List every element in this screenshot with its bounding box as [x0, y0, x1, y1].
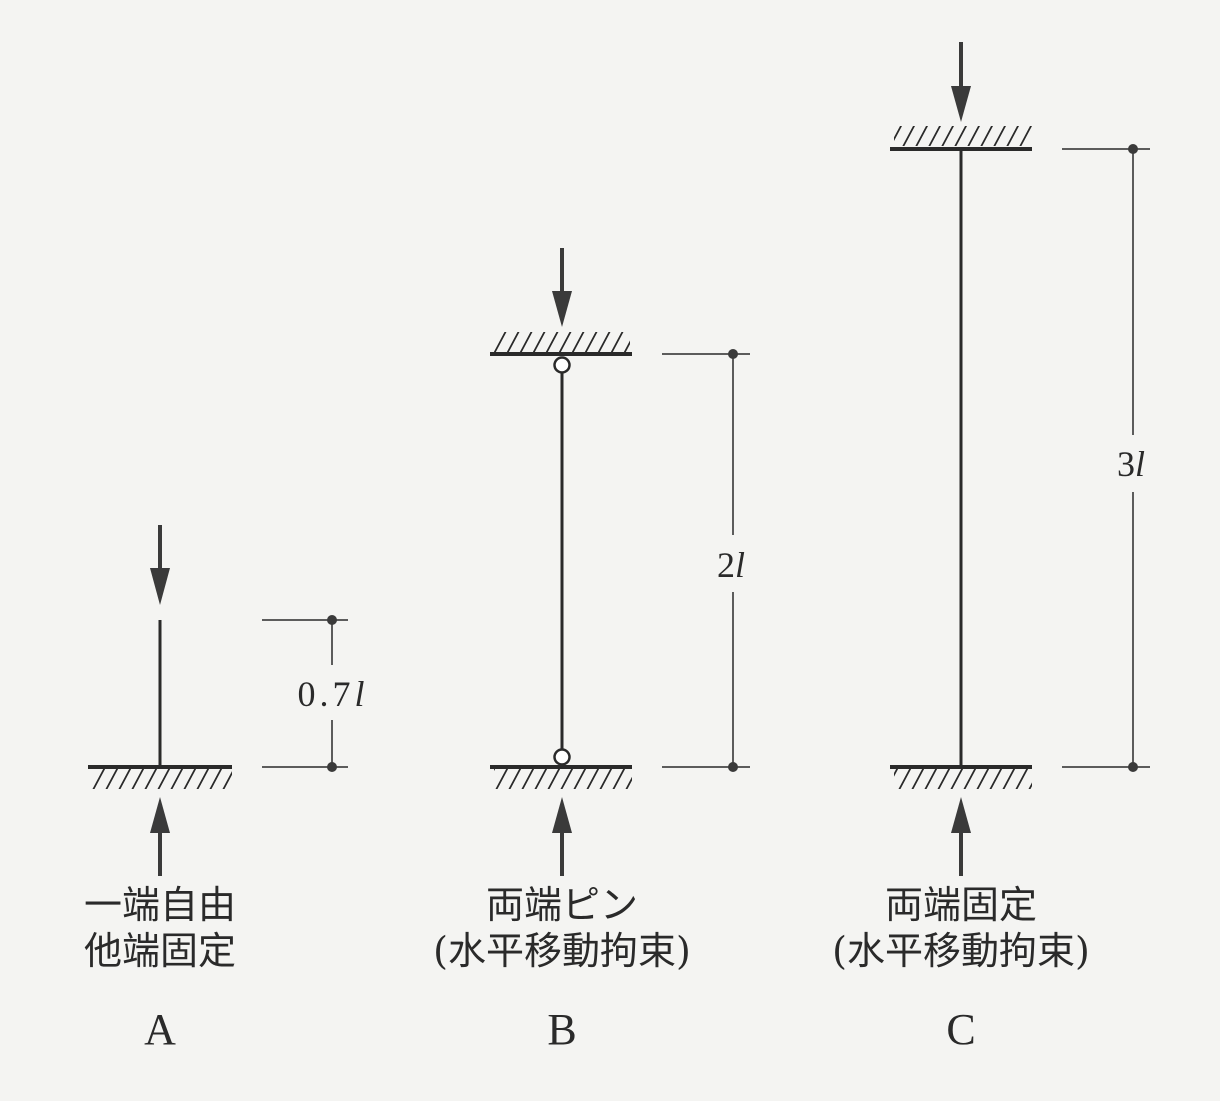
caption-line1-b: 両端ピン: [486, 883, 638, 927]
caption-line1-a: 一端自由: [84, 883, 236, 927]
reaction-arrow-head-c: [951, 797, 971, 833]
column-letter-c: C: [946, 1005, 975, 1054]
dimension-dot-bottom-a: [327, 762, 337, 772]
dimension-dot-bottom-b: [728, 762, 738, 772]
support-hatch-top-b: [494, 332, 630, 352]
dimension-c: 3l: [1062, 144, 1150, 772]
column-a: 0.7l 一端自由 他端固定 A: [84, 525, 368, 1054]
load-arrow-head-top-b: [552, 291, 572, 327]
support-hatch-top-c: [894, 126, 1032, 146]
caption-line2-c: (水平移動拘束): [832, 929, 1090, 973]
pin-joint-bottom-b: [553, 748, 571, 766]
support-hatch-bottom-a: [92, 769, 232, 789]
dimension-label-a: 0.7l: [297, 674, 368, 714]
dimension-dot-top-c: [1128, 144, 1138, 154]
dimension-label-c: 3l: [1117, 444, 1145, 484]
support-hatch-bottom-c: [894, 769, 1032, 789]
dimension-label-b: 2l: [717, 545, 745, 585]
load-arrow-head-top-c: [951, 86, 971, 122]
pin-joint-top-b: [553, 356, 571, 374]
dimension-dot-bottom-c: [1128, 762, 1138, 772]
caption-line2-a: 他端固定: [84, 929, 236, 973]
caption-line2-b: (水平移動拘束): [433, 929, 691, 973]
support-hatch-bottom-b: [494, 769, 632, 789]
column-letter-a: A: [144, 1005, 176, 1054]
column-letter-b: B: [547, 1005, 576, 1054]
reaction-arrow-head-b: [552, 797, 572, 833]
reaction-arrow-head-a: [150, 797, 170, 833]
dimension-b: 2l: [662, 349, 750, 772]
dimension-a: 0.7l: [262, 615, 368, 772]
dimension-dot-top-a: [327, 615, 337, 625]
dimension-dot-top-b: [728, 349, 738, 359]
column-c: 3l 両端固定 (水平移動拘束) C: [832, 42, 1150, 1054]
load-arrow-head-top-a: [150, 568, 170, 605]
column-b: 2l 両端ピン (水平移動拘束) B: [433, 248, 750, 1054]
caption-line1-c: 両端固定: [885, 883, 1037, 927]
